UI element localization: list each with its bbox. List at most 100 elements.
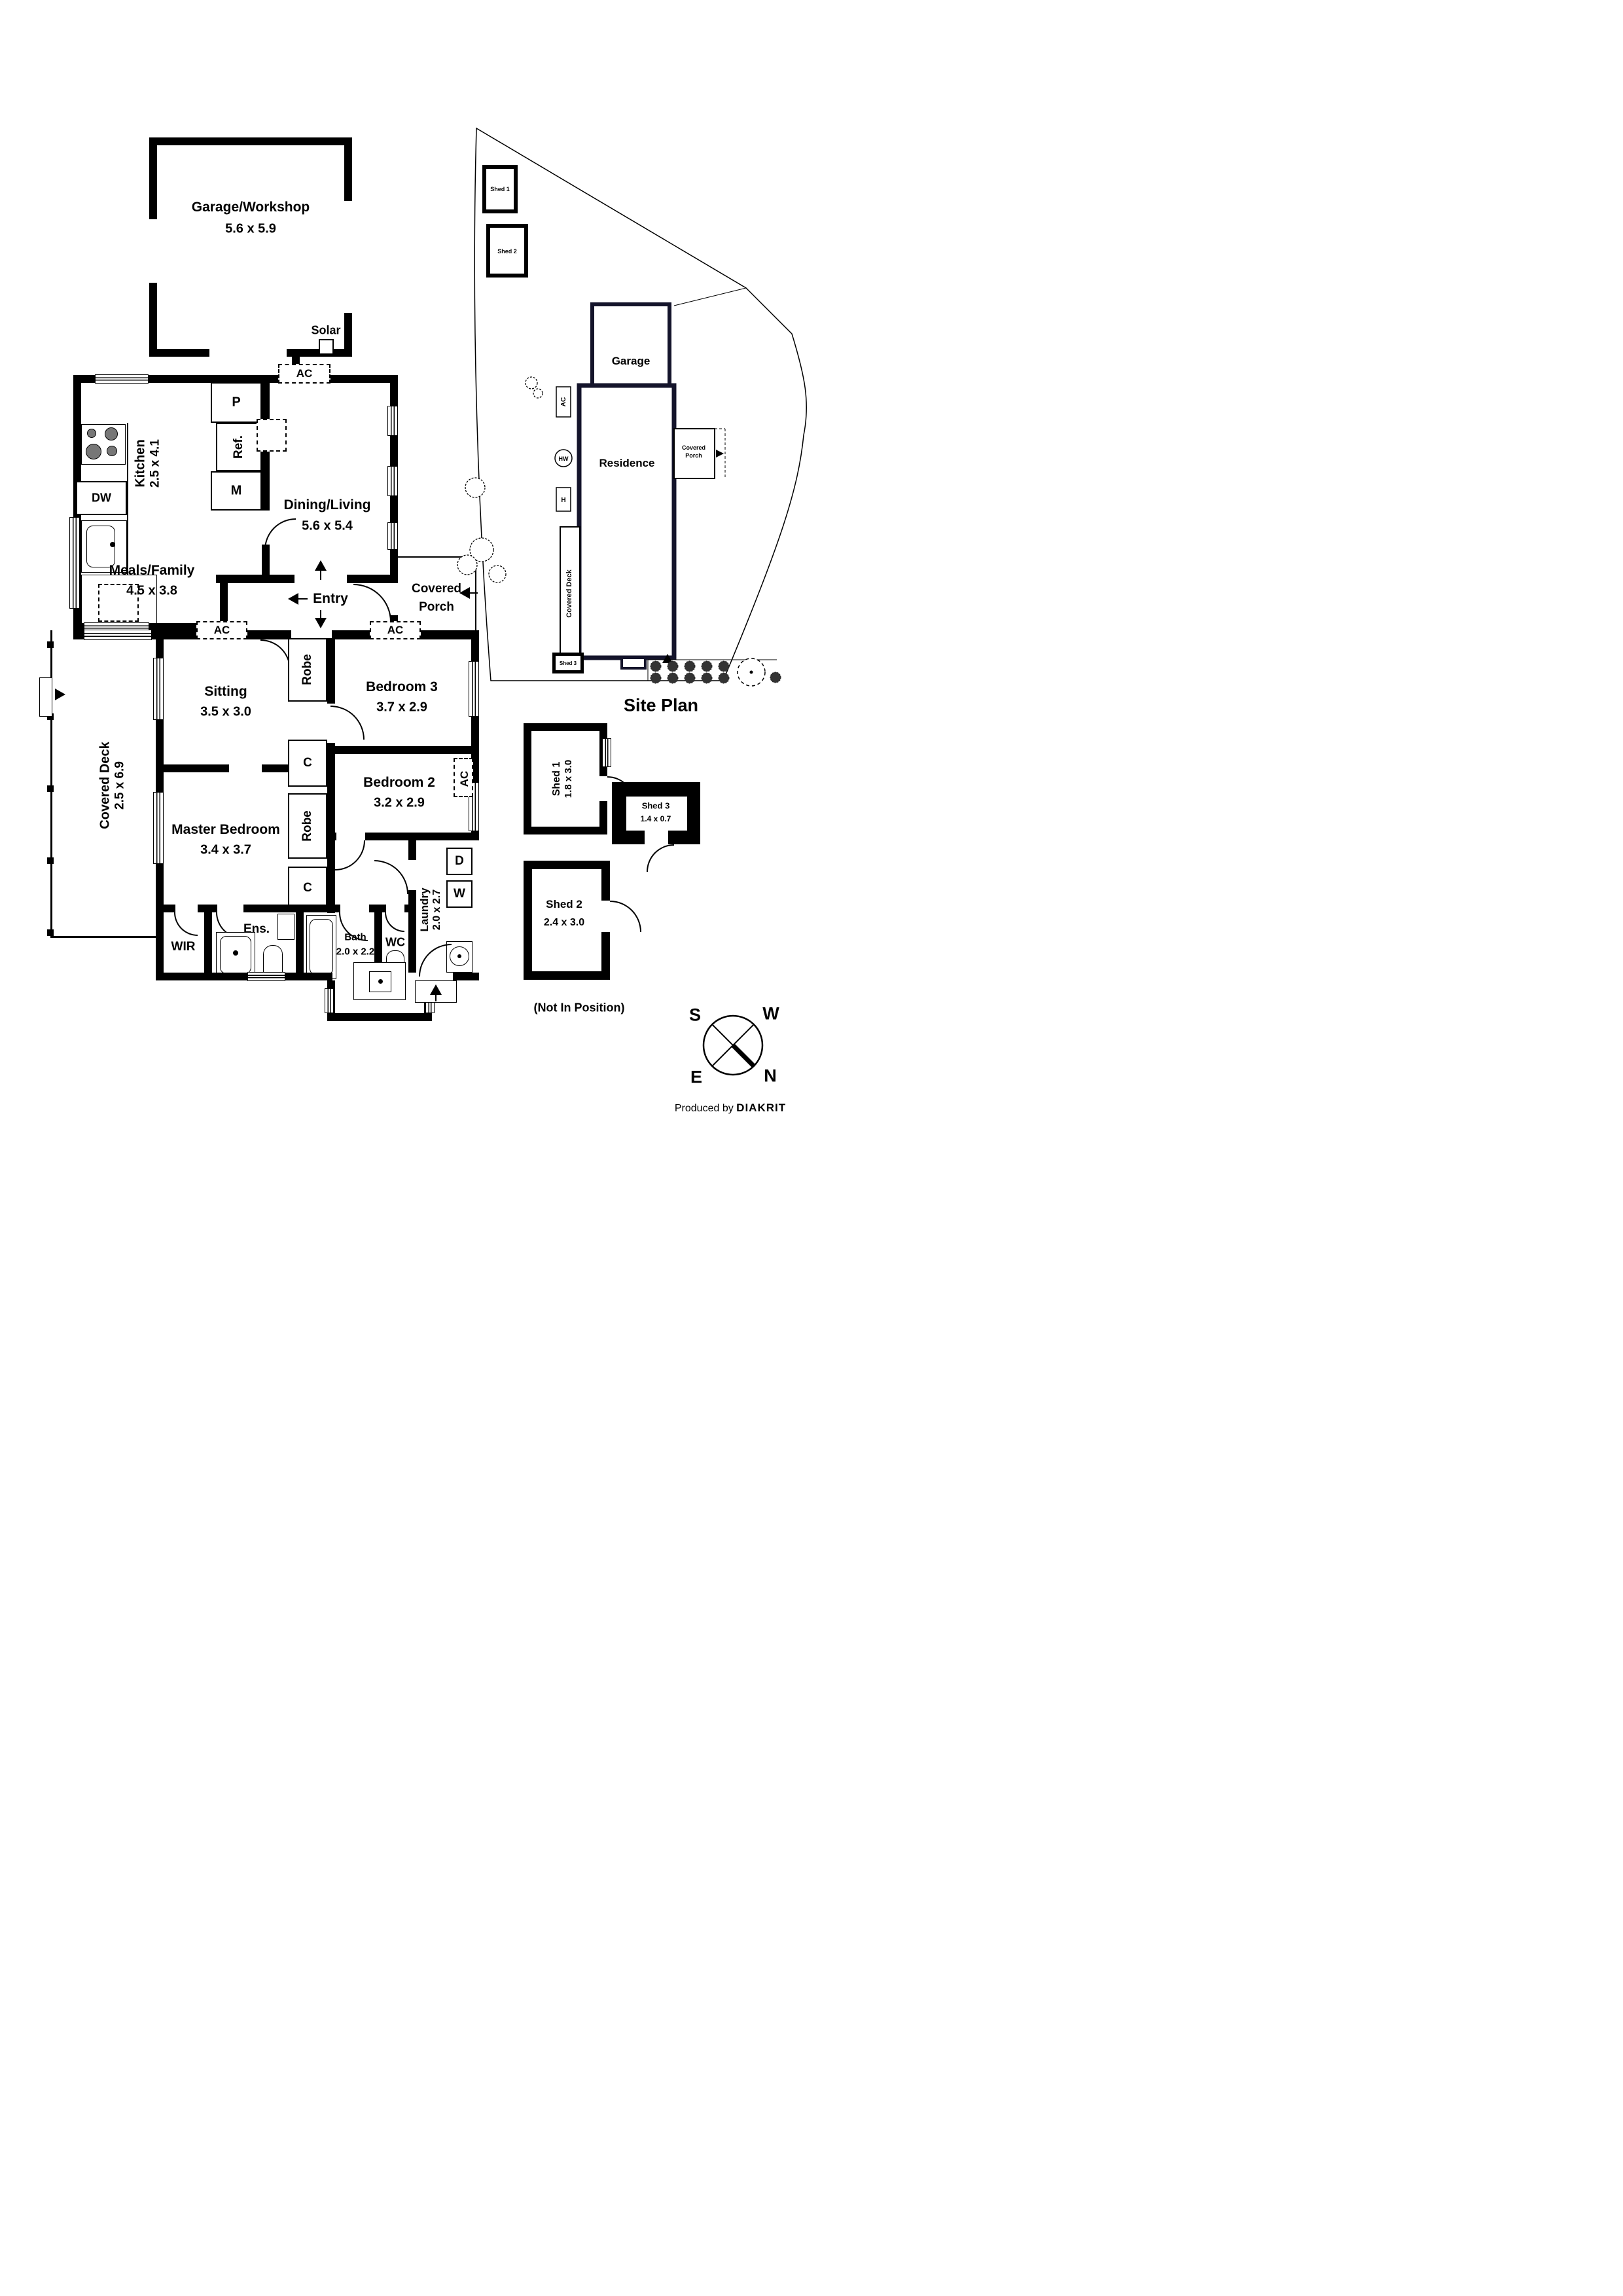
site-garage <box>590 302 671 390</box>
site-plan-drawing: Shed 1 Shed 2 Garage Residence Covered P… <box>457 127 808 687</box>
laundry-label: Laundry 2.0 x 2.7 <box>418 888 443 931</box>
wir-label: WIR <box>171 940 196 954</box>
entry-label: Entry <box>313 590 348 606</box>
shed1-dims: 1.8 x 3.0 <box>563 759 575 798</box>
bump-window-left <box>325 988 334 1013</box>
dining-ac-label: AC <box>296 367 313 380</box>
bed3-robe-box <box>288 638 327 702</box>
credit-line: Produced by DIAKRIT <box>675 1102 786 1115</box>
dining-room-label: Dining/Living <box>283 497 371 512</box>
ens-vanity <box>277 914 294 940</box>
site-ac-label: AC <box>560 397 567 406</box>
bed3-robe-label: Robe <box>300 654 315 685</box>
pantry-label: P <box>232 395 241 410</box>
bed3-ac-label: AC <box>387 624 404 636</box>
site-deck-label: Covered Deck <box>565 569 573 617</box>
site-shed2 <box>486 224 528 278</box>
ens-window <box>247 972 285 981</box>
shed1-label: Shed 1 1.8 x 3.0 <box>551 760 575 798</box>
master-deck-window <box>153 792 164 864</box>
washer-label: W <box>454 887 465 901</box>
oven-position <box>98 584 139 622</box>
deck-name: Covered Deck <box>98 742 113 829</box>
laundry-name: Laundry <box>418 888 431 932</box>
compass-rose <box>702 1014 764 1076</box>
closet1-box <box>288 740 327 787</box>
kitchen-room-label: Kitchen 2.5 x 4.1 <box>134 439 163 488</box>
dishwasher-box <box>76 481 127 515</box>
bed2-room-label: Bedroom 2 <box>363 774 435 790</box>
shed1-name: Shed 1 <box>551 761 563 797</box>
bed3-door-arc <box>330 706 365 740</box>
garage-room-label: Garage/Workshop <box>191 199 310 215</box>
entry-arrow-left <box>288 593 298 605</box>
sitting-ac-label: AC <box>213 624 230 636</box>
microwave-label: M <box>230 483 242 498</box>
site-hw-label: HW <box>559 456 569 462</box>
site-shed2-label: Shed 2 <box>497 248 517 255</box>
site-h-box <box>556 487 571 512</box>
bed3-room-dims: 3.7 x 2.9 <box>376 700 427 715</box>
garden-bushes <box>650 660 781 684</box>
dining-ac: AC <box>278 364 330 384</box>
closet2-box <box>288 867 327 910</box>
site-deck <box>560 526 580 658</box>
site-porch <box>673 428 715 479</box>
porch-arrow <box>459 587 470 599</box>
compass-e: E <box>690 1067 703 1087</box>
site-h-label: H <box>561 497 565 504</box>
site-trees <box>457 376 543 583</box>
site-shed1-label: Shed 1 <box>490 186 510 192</box>
meals-room-dims: 4.5 x 3.8 <box>126 583 177 598</box>
entry-arrow-down <box>315 618 327 628</box>
site-plan-title: Site Plan <box>623 695 699 715</box>
dishwasher-label: DW <box>92 491 111 505</box>
sitting-deck-window <box>153 658 164 720</box>
shed3-dims: 1.4 x 0.7 <box>640 814 671 824</box>
site-ac-box <box>556 386 571 418</box>
site-shed3-label: Shed 3 <box>560 660 577 666</box>
kitchen-window <box>95 374 149 384</box>
kitchen-dims: 2.5 x 4.1 <box>148 439 162 488</box>
dryer-label: D <box>455 854 464 869</box>
meals-room-label: Meals/Family <box>109 562 195 578</box>
dining-heater-position <box>257 419 287 452</box>
dining-window-3 <box>387 522 398 550</box>
kitchen-name: Kitchen <box>133 439 148 488</box>
bed2-room-dims: 3.2 x 2.9 <box>374 795 425 810</box>
laundry-door-arc <box>374 860 408 894</box>
dining-room-dims: 5.6 x 5.4 <box>302 518 353 533</box>
site-garage-label: Garage <box>612 355 651 367</box>
porch-label-2: Porch <box>419 600 454 615</box>
site-shed1 <box>482 165 518 213</box>
bed3-room-label: Bedroom 3 <box>366 679 438 694</box>
site-residence <box>577 383 677 660</box>
wir-door-arc <box>174 912 198 936</box>
pantry-box <box>211 382 262 423</box>
closet1-label: C <box>303 756 312 770</box>
deck-label: Covered Deck 2.5 x 6.9 <box>98 742 128 829</box>
deck-arrow <box>55 689 65 700</box>
microwave-box <box>211 471 262 511</box>
shed3-door-arc <box>647 844 674 872</box>
site-porch-label1: Covered <box>682 444 705 451</box>
bed3-window <box>469 661 479 717</box>
compass-s: S <box>688 1005 702 1025</box>
floorplan-page: Garage/Workshop 5.6 x 5.9 Solar P Ref. M… <box>0 0 812 1148</box>
bed2-ac: AC <box>454 758 473 797</box>
deck-step <box>39 677 52 717</box>
compass-w: W <box>762 1003 779 1024</box>
bath-label: Bath <box>344 931 366 943</box>
wc-door-arc <box>385 912 404 932</box>
master-room-dims: 3.4 x 3.7 <box>200 842 251 857</box>
meals-deck-slider <box>84 622 149 632</box>
site-hw-circle <box>554 449 573 467</box>
fridge-box <box>216 423 262 471</box>
sitting-room-dims: 3.5 x 3.0 <box>200 704 251 719</box>
garage-room-dims: 5.6 x 5.9 <box>225 221 276 236</box>
bed2-ac-label: AC <box>458 770 471 787</box>
dining-window-2 <box>387 466 398 496</box>
laundry-arrow <box>430 984 442 995</box>
kitchen-door-arc <box>264 518 296 550</box>
site-residence-label: Residence <box>599 457 654 469</box>
